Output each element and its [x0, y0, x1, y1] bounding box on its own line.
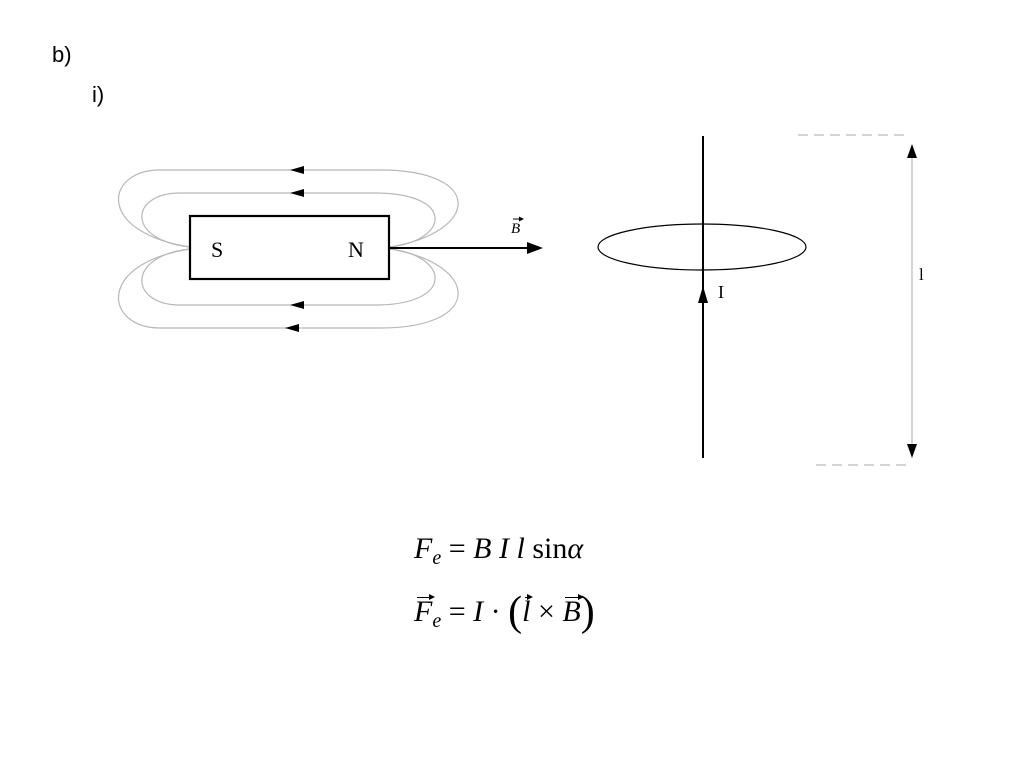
formula1-sin: sin	[532, 532, 568, 565]
formula-force-vector: Fe = I · (l × B)	[414, 588, 595, 636]
formula2-paren-open: (	[508, 589, 523, 635]
formula2-length-vector-symbol: l	[522, 594, 534, 628]
formula2-equals: =	[448, 595, 466, 628]
field-vector-label-bar-tip	[519, 216, 524, 222]
field-line-inner-bottom	[141, 248, 436, 306]
part-label: b)	[52, 42, 72, 67]
formula1-force-subscript: e	[432, 547, 442, 569]
bar-magnet	[188, 214, 391, 281]
field-line-inner-top	[141, 192, 436, 248]
current-arrowhead	[698, 286, 708, 303]
field-loop-ellipse	[597, 223, 807, 271]
formula2-dot: ·	[490, 595, 501, 628]
field-vector-arrowhead	[527, 242, 543, 254]
formula1-alpha: α	[567, 532, 584, 565]
formula1-force-symbol: F	[414, 532, 433, 565]
field-arrow-1	[290, 166, 304, 174]
formula2-force-vector-symbol: F	[414, 594, 436, 628]
subpart-label: i)	[92, 82, 105, 107]
formula2-field-vector-symbol: B	[562, 594, 585, 628]
formula2-current-symbol: I	[473, 595, 484, 628]
formula1-current-symbol: I	[498, 532, 509, 565]
magnetic-field-lines	[117, 169, 459, 329]
length-arrow-top	[907, 144, 917, 158]
magnet-south-label: S	[211, 237, 223, 262]
field-line-outer-bottom	[117, 248, 459, 329]
field-line-outer-top	[117, 169, 459, 248]
field-vector-label: B	[511, 221, 520, 237]
formula2-times: ×	[537, 595, 555, 628]
formula-force-magnitude: Fe = B I l sinα	[414, 532, 583, 570]
formula1-equals: =	[448, 532, 466, 565]
magnet-north-label: N	[348, 237, 364, 262]
length-arrow-bottom	[907, 444, 917, 458]
field-arrow-2	[290, 189, 304, 197]
formula1-field-symbol: B	[473, 532, 492, 565]
current-label: I	[718, 282, 724, 302]
formula2-force-subscript: e	[432, 610, 442, 632]
formula1-length-symbol: l	[516, 532, 525, 565]
field-arrow-3	[290, 301, 304, 309]
formula2-paren-close: )	[580, 589, 595, 635]
field-line-arrows	[285, 166, 304, 332]
length-label: l	[919, 265, 924, 284]
field-arrow-4	[285, 324, 299, 332]
